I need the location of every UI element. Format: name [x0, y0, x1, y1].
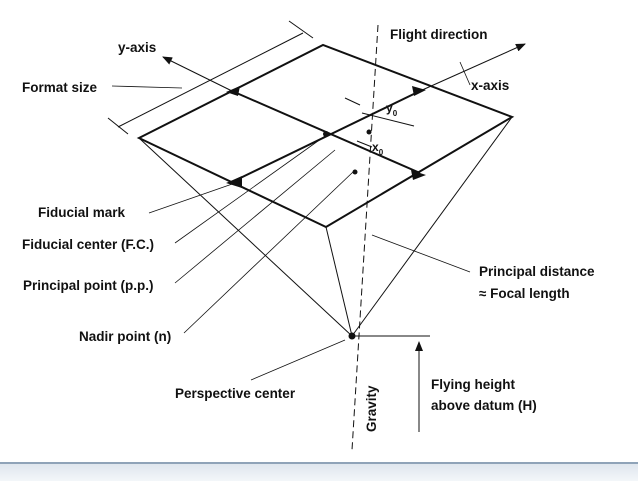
- gravity-line: [351, 24, 379, 451]
- fiducial-center-label: Fiducial center (F.C.): [22, 237, 154, 252]
- leader-principal-point: [174, 149, 336, 284]
- ray-right: [351, 116, 513, 337]
- perspective-center-dot: [348, 332, 356, 340]
- above-datum-label: above datum (H): [431, 398, 537, 413]
- nadir-point-label: Nadir point (n): [79, 329, 171, 344]
- perspective-center-label: Perspective center: [175, 386, 296, 401]
- principal-point-label: Principal point (p.p.): [23, 278, 154, 293]
- y0-dimension: [361, 112, 415, 127]
- fiducial-mark-bottom: [411, 170, 426, 180]
- focal-length-label: ≈ Focal length: [479, 286, 570, 301]
- fiducial-center-dot: [323, 131, 329, 137]
- y0-label: y0: [386, 101, 398, 118]
- fiducial-mark-label: Fiducial mark: [38, 205, 126, 220]
- format-size-tick-bottom: [107, 117, 129, 135]
- x0-dimension-2: [356, 140, 373, 148]
- fiducial-mark-top: [226, 86, 240, 96]
- y-axis-arrow: [162, 56, 233, 92]
- format-size-tick-top: [288, 20, 314, 39]
- gravity-label: Gravity: [364, 385, 379, 432]
- leader-fiducial-center: [174, 135, 326, 244]
- ray-front: [325, 226, 353, 337]
- leader-nadir-point: [183, 171, 354, 334]
- nadir-point-dot: [352, 169, 358, 175]
- format-size-label: Format size: [22, 80, 98, 95]
- leader-fiducial-mark: [148, 181, 239, 214]
- x0-label: x0: [372, 140, 384, 157]
- leader-x-axis: [459, 61, 471, 86]
- footer-bar: [0, 462, 638, 481]
- leader-principal-distance: [371, 234, 471, 273]
- x-axis-label: x-axis: [471, 78, 509, 93]
- leader-perspective-center: [250, 339, 346, 381]
- ray-left: [138, 137, 353, 337]
- flying-height-label: Flying height: [431, 377, 515, 392]
- flight-direction-label: Flight direction: [390, 27, 488, 42]
- principal-point-dot: [366, 129, 372, 135]
- format-size-dimension: [117, 32, 304, 128]
- x-axis-arrow: [419, 43, 526, 92]
- leader-format-size: [111, 85, 183, 89]
- fiducial-mark-right: [412, 86, 426, 96]
- y-axis-label: y-axis: [118, 40, 156, 55]
- x0-dimension: [344, 97, 361, 106]
- principal-distance-label: Principal distance: [479, 264, 595, 279]
- fiducial-mark-left: [226, 176, 242, 188]
